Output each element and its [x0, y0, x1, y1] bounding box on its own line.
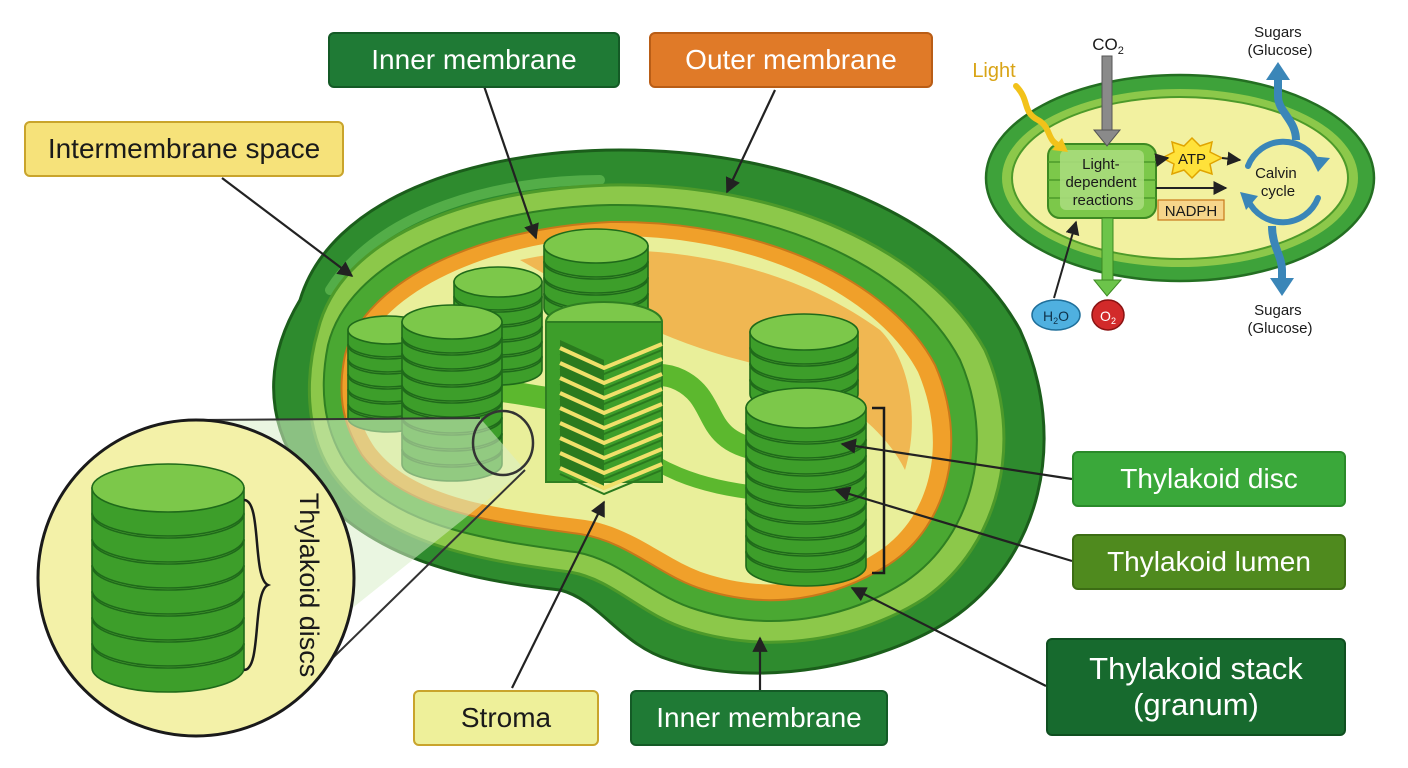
magnified-inset: Thylakoid discs: [36, 409, 535, 738]
thylakoid-membrane-stripe: [559, 469, 663, 496]
stroma-label: Stroma: [413, 690, 599, 746]
atp-label: ATP: [1178, 151, 1206, 168]
atp-star: [1160, 136, 1224, 180]
cutaway-granum: [545, 301, 663, 496]
thylakoid-lumen-stripe: [559, 447, 663, 476]
thylakoid-membrane-stripe: [559, 439, 663, 466]
thylakoid-lumen-stripe: [559, 387, 663, 416]
o2-bubble: [1091, 299, 1125, 331]
inset-thylakoid-discs-label: Thylakoid discs: [294, 493, 324, 678]
inset-granum: [91, 463, 245, 693]
outer-membrane-label: Outer membrane: [649, 32, 933, 88]
nadph-label: NADPH: [1165, 203, 1218, 220]
thylakoid-disc-label: Thylakoid disc: [1072, 451, 1346, 507]
thylakoid-disc-top: [745, 387, 867, 429]
o2-label: O2: [1100, 308, 1116, 326]
thylakoid-membrane-stripe: [559, 454, 663, 481]
light-label: Light: [972, 60, 1016, 82]
inner-membrane-bottom-label: Inner membrane: [630, 690, 888, 746]
thylakoid-disc-top: [543, 228, 649, 264]
thylakoid-lumen-label: Thylakoid lumen: [1072, 534, 1346, 590]
photosynthesis-summary: Light- dependent reactions Light CO2 O2 …: [972, 24, 1376, 337]
inset-bracket: [243, 498, 272, 672]
light-arrow: [1013, 83, 1063, 149]
thylakoid-membrane-stripe: [559, 409, 663, 436]
outer-membrane-highlight: [325, 175, 605, 295]
sugars-top-label: Sugars (Glucose): [1247, 24, 1312, 59]
sugars-bottom-label: Sugars (Glucose): [1247, 302, 1312, 337]
thylakoid-disc-top: [453, 266, 543, 298]
light-dependent-label: Light- dependent reactions: [1065, 156, 1140, 209]
thylakoid-membrane-stripe: [559, 424, 663, 451]
h2o-bubble: [1031, 299, 1081, 331]
sugars-down-arrow: [1268, 225, 1286, 280]
thylakoid-membrane-stripe: [559, 364, 663, 391]
thylakoid-membrane-stripe: [559, 349, 663, 376]
co2-label: CO2: [1092, 35, 1124, 57]
thylakoid-lumen-stripe: [559, 432, 663, 461]
h2o-label: H2O: [1043, 308, 1069, 326]
leader-lines: [221, 85, 1073, 690]
thylakoid-lumen-stripe: [559, 372, 663, 401]
granum-right-upper: [749, 313, 859, 413]
intermembrane-space-label: Intermembrane space: [24, 121, 344, 177]
thylakoid-lumen-stripe: [559, 342, 663, 371]
inset-source-circle: [471, 409, 535, 477]
thylakoid-lumen-stripe: [559, 462, 663, 491]
thylakoid-disc-top: [91, 463, 245, 513]
calvin-cycle-label: Calvin cycle: [1255, 165, 1301, 200]
inner-membrane-top-label: Inner membrane: [328, 32, 620, 88]
granum-bracket: [872, 406, 886, 575]
sugars-up-arrow: [1274, 78, 1300, 141]
thylakoid-membrane-stripe: [559, 379, 663, 406]
thylakoid-disc-top: [401, 304, 503, 340]
thylakoid-lumen-stripe: [559, 417, 663, 446]
nadph-box: [1157, 199, 1225, 221]
thylakoid-disc-top: [749, 313, 859, 351]
thylakoid-lumen-stripe: [559, 402, 663, 431]
granum-right: [745, 387, 867, 587]
thylakoid-membrane-stripe: [559, 394, 663, 421]
thylakoid-stack-label: Thylakoid stack (granum): [1046, 638, 1346, 736]
light-dependent-stack: [1047, 143, 1157, 219]
calvin-cycle: [1245, 138, 1321, 226]
thylakoid-lumen-stripe: [559, 357, 663, 386]
